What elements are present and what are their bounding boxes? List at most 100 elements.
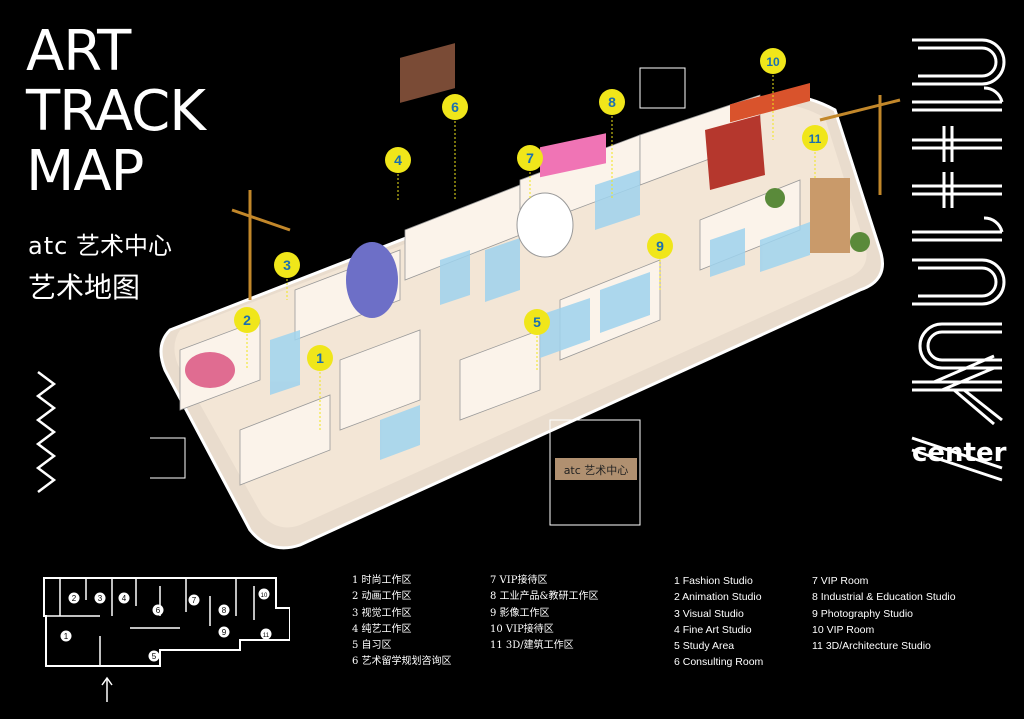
atc-sign-board [555, 458, 637, 480]
legend-item: 8 Industrial & Education Studio [812, 591, 956, 604]
map-title: ART TRACK MAP [26, 19, 206, 204]
floor-plan-number: 10 [261, 593, 268, 599]
marker-circle [599, 89, 625, 115]
zone-marker-8[interactable]: 8 [599, 89, 625, 115]
floor-plan-marker [152, 604, 164, 616]
marker-number: 1 [316, 350, 324, 366]
legend-item: 10 VIP接待区 [490, 623, 554, 635]
legend-item: 11 3D/Architecture Studio [812, 640, 931, 653]
entrance-arrow-icon [101, 676, 113, 702]
marker-number: 11 [809, 132, 822, 146]
brand-line: atc 艺术中心 [28, 226, 172, 261]
legend-item: 4 Fine Art Studio [674, 623, 752, 636]
marker-circle [274, 252, 300, 278]
zone-marker-3[interactable]: 3 [274, 252, 300, 278]
zone-marker-9[interactable]: 9 [647, 233, 673, 259]
zone-marker-1[interactable]: 1 [307, 345, 333, 371]
legend-item: 2 Animation Studio [674, 591, 762, 604]
marker-circle [234, 307, 260, 333]
isometric-floor-map: 1 2 3 4 5 6 7 8 9 10 11 atc 艺术中心 [150, 43, 901, 550]
floor-plan-marker [60, 630, 72, 642]
legend-zh-col1: 1 时尚工作区 2 动画工作区 3 视觉工作区 4 纯艺工作区 5 自习区 6 … [352, 573, 452, 671]
zigzag-decoration [35, 371, 57, 493]
center-word: center [912, 438, 1007, 468]
crane-right [819, 95, 901, 195]
legend-en-col2: 7 VIP Room 8 Industrial & Education Stud… [812, 573, 956, 654]
legend-item: 6 艺术留学规划咨询区 [352, 656, 452, 668]
marker-number: 7 [526, 150, 534, 166]
marker-circle [802, 125, 828, 151]
zone-marker-5[interactable]: 5 [524, 309, 550, 335]
legend-item: 5 自习区 [352, 640, 392, 652]
legend-en-col1: 1 Fashion Studio 2 Animation Studio 3 Vi… [674, 573, 763, 671]
legend-item: 6 Consulting Room [674, 656, 764, 669]
title-line: TRACK [26, 79, 206, 144]
floor-plan-marker [188, 594, 200, 606]
floor-plan-number: 2 [72, 594, 77, 603]
marker-circle [517, 145, 543, 171]
map-subtitle: 艺术地图 [28, 271, 141, 304]
legend-item: 9 Photography Studio [812, 607, 913, 620]
marker-number: 2 [243, 312, 251, 328]
legend-zh-col2: 7 VIP接待区 8 工业产品&教研工作区 9 影像工作区 10 VIP接待区 … [490, 573, 598, 654]
marker-circle [647, 233, 673, 259]
marker-circle [442, 94, 468, 120]
zone-marker-7[interactable]: 7 [517, 145, 543, 171]
zone-marker-6[interactable]: 6 [442, 94, 468, 120]
floor-plan-marker [258, 588, 270, 600]
painting-board [400, 43, 455, 103]
marker-number: 4 [394, 152, 402, 168]
zone-marker-2[interactable]: 2 [234, 307, 260, 333]
title-line: MAP [26, 139, 144, 204]
vip-sign [705, 115, 765, 190]
marker-circle [760, 48, 786, 74]
floor-plan-number: 9 [222, 628, 227, 637]
floor-plan-marker [118, 592, 130, 604]
floor-plan-mini: 1 2 3 4 5 6 7 8 9 10 11 [43, 577, 290, 667]
floor-plan-number: 7 [192, 596, 197, 605]
legend-item: 9 影像工作区 [490, 607, 550, 619]
atc-logo: atc [28, 232, 69, 260]
marker-circle [307, 345, 333, 371]
legend-item: 2 动画工作区 [352, 591, 412, 603]
floor-plan-number: 5 [152, 652, 157, 661]
marker-number: 9 [656, 238, 664, 254]
crane-left [231, 190, 291, 300]
legend-item: 11 3D/建筑工作区 [490, 640, 574, 652]
floor-plan-marker [68, 592, 80, 604]
title-line: ART [26, 19, 131, 84]
arttrack-vertical-logo [911, 38, 1006, 482]
floor-plan-marker [148, 650, 160, 662]
floor-plan-marker [218, 626, 230, 638]
legend-item: 7 VIP接待区 [490, 575, 548, 586]
marker-number: 5 [533, 314, 541, 330]
marker-number: 6 [451, 99, 459, 115]
legend-item: 1 时尚工作区 [352, 575, 412, 586]
marker-circle [524, 309, 550, 335]
brand-name: 艺术中心 [75, 232, 172, 260]
floor-plan-number: 1 [64, 632, 69, 641]
marker-number: 10 [766, 55, 780, 69]
legend-item: 8 工业产品&教研工作区 [490, 591, 599, 603]
zone-marker-10[interactable]: 10 [760, 48, 786, 74]
legend-item: 10 VIP Room [812, 623, 875, 636]
purple-head-sculpture [346, 242, 398, 318]
legend-item: 4 纯艺工作区 [352, 623, 412, 635]
floor-plan-number: 6 [156, 606, 161, 615]
floor-plan-marker [94, 592, 106, 604]
floor-plan-number: 3 [98, 594, 103, 603]
floor-plan-marker [218, 604, 230, 616]
legend-item: 3 Visual Studio [674, 607, 744, 620]
floor-plan-number: 8 [222, 606, 227, 615]
atc-sign-text: atc 艺术中心 [564, 464, 629, 477]
zone-marker-4[interactable]: 4 [385, 147, 411, 173]
legend-item: 3 视觉工作区 [352, 607, 412, 619]
marker-number: 8 [608, 94, 616, 110]
zone-marker-11[interactable]: 11 [802, 125, 828, 151]
floor-plan-number: 4 [122, 594, 127, 603]
floor-plan-number: 11 [263, 633, 270, 639]
legend-item: 7 VIP Room [812, 575, 869, 587]
legend-item: 1 Fashion Studio [674, 575, 753, 587]
marker-number: 3 [283, 257, 291, 273]
legend-item: 5 Study Area [674, 640, 735, 653]
